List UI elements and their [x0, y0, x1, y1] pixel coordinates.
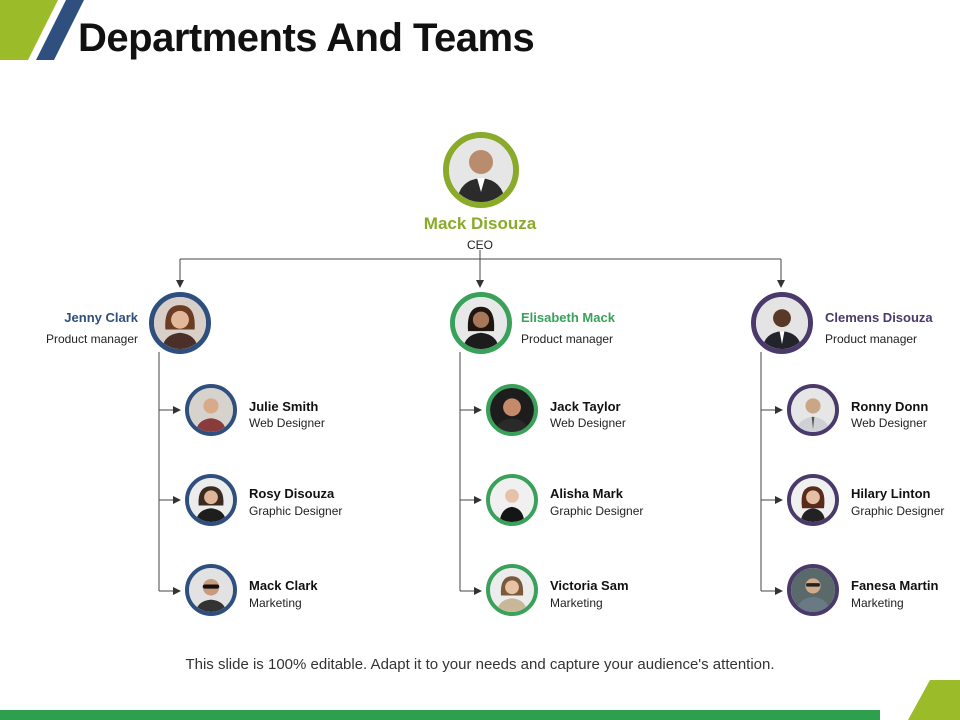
member-role: Web Designer	[851, 416, 927, 430]
member-avatar	[486, 384, 538, 436]
member-avatar	[185, 384, 237, 436]
member-name: Fanesa Martin	[851, 578, 939, 593]
dept-head-role: Product manager	[521, 332, 614, 346]
member-role: Graphic Designer	[249, 504, 343, 518]
page-title: Departments And Teams	[78, 16, 535, 60]
dept-head-name: Clemens Disouza	[825, 310, 933, 325]
top-left-accent	[0, 0, 84, 60]
member-role: Web Designer	[249, 416, 325, 430]
person-photo-icon	[449, 138, 513, 202]
dept-head-role: Product manager	[825, 332, 918, 346]
ceo-avatar	[443, 132, 519, 208]
person-photo-icon	[490, 478, 534, 522]
person-photo-icon	[154, 297, 206, 349]
person-photo-icon	[791, 388, 835, 432]
member-name: Julie Smith	[249, 399, 319, 414]
member-role: Marketing	[851, 596, 904, 610]
member-avatar	[787, 384, 839, 436]
ceo-name: Mack Disouza	[423, 214, 537, 233]
member-role: Graphic Designer	[851, 504, 945, 518]
member-name: Alisha Mark	[550, 486, 623, 501]
person-photo-icon	[455, 297, 507, 349]
bottom-right-accent	[908, 680, 960, 720]
person-photo-icon	[189, 568, 233, 612]
dept-head-role: Product manager	[45, 332, 138, 346]
member-name: Hilary Linton	[851, 486, 931, 501]
member-avatar	[185, 474, 237, 526]
person-photo-icon	[189, 478, 233, 522]
member-name: Ronny Donn	[851, 399, 929, 414]
dept-head-name: Jenny Clark	[64, 310, 138, 325]
dept-head-name: Elisabeth Mack	[521, 310, 615, 325]
ceo-role: CEO	[466, 238, 493, 252]
member-role: Graphic Designer	[550, 504, 644, 518]
member-name: Jack Taylor	[550, 399, 621, 414]
member-name: Mack Clark	[249, 578, 318, 593]
bottom-bar	[0, 710, 880, 720]
dept-head-avatar	[450, 292, 512, 354]
member-name: Rosy Disouza	[249, 486, 335, 501]
person-photo-icon	[791, 478, 835, 522]
person-photo-icon	[490, 388, 534, 432]
member-avatar	[185, 564, 237, 616]
member-role: Web Designer	[550, 416, 626, 430]
dept-head-avatar	[751, 292, 813, 354]
member-role: Marketing	[550, 596, 603, 610]
person-photo-icon	[756, 297, 808, 349]
footer-note: This slide is 100% editable. Adapt it to…	[185, 656, 775, 673]
member-name: Victoria Sam	[550, 578, 629, 593]
member-avatar	[787, 474, 839, 526]
member-role: Marketing	[249, 596, 302, 610]
member-avatar	[787, 564, 839, 616]
person-photo-icon	[490, 568, 534, 612]
member-avatar	[486, 474, 538, 526]
member-avatar	[486, 564, 538, 616]
person-photo-icon	[189, 388, 233, 432]
dept-head-avatar	[149, 292, 211, 354]
person-photo-icon	[791, 568, 835, 612]
